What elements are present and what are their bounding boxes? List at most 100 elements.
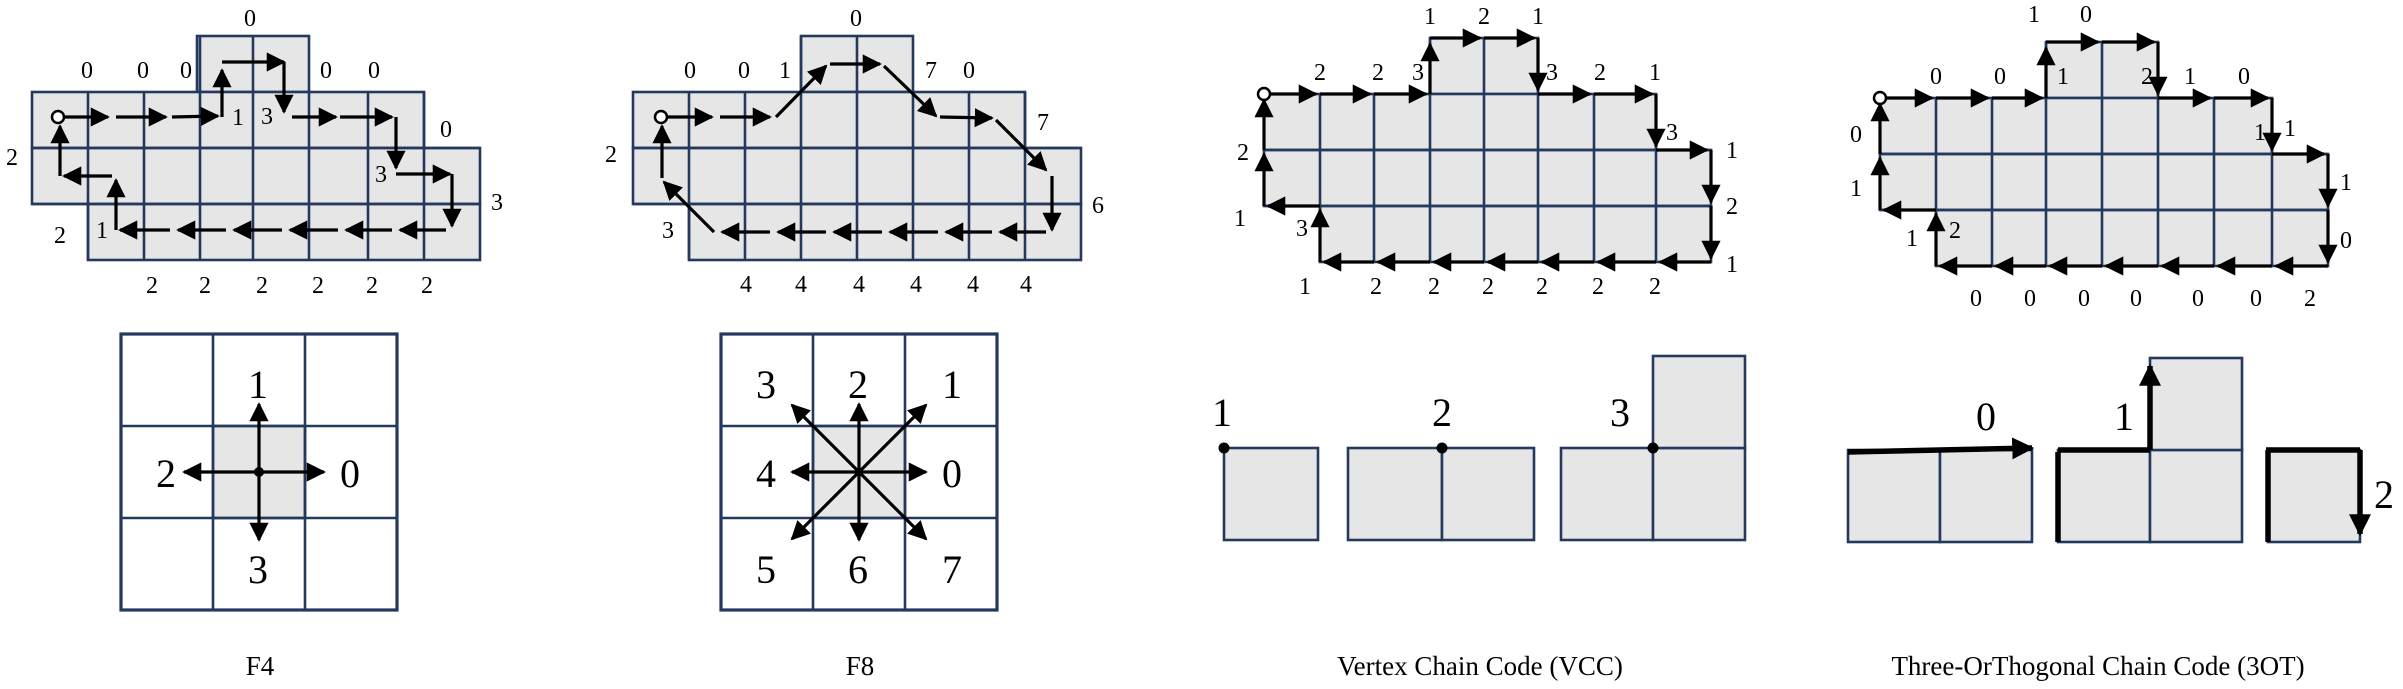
f8-code-left-mid: 2 [605, 142, 617, 168]
vcc-code-bottom-5: 2 [1649, 274, 1661, 300]
three-ot-code-left-0: 0 [1850, 122, 1862, 148]
vcc-code-right-3: 1 [1726, 252, 1738, 278]
three-ot-code-right-3: 0 [2340, 228, 2352, 254]
three-ot-code-right-2: 1 [2340, 170, 2352, 196]
vcc-shape-panel: 1 2 1 2 2 3 3 2 1 3 1 2 1 2 1 3 1 2 2 2 … [1234, 4, 1738, 300]
f8-code-row1-4: 0 [963, 58, 975, 84]
three-ot-code-row-4: 1 [2184, 64, 2196, 90]
vcc-code-right-2: 2 [1726, 194, 1738, 220]
three-ot-code-left-3: 2 [1949, 218, 1961, 244]
vcc-code-row-2: 3 [1412, 60, 1424, 86]
three-ot-code-row-3: 2 [2141, 64, 2153, 90]
f4-code-right-mid: 3 [491, 190, 503, 216]
f4-code-right-top: 0 [440, 117, 452, 143]
three-ot-legend-2: 2 [2374, 472, 2394, 517]
vcc-code-left-2: 3 [1296, 216, 1308, 242]
vcc-code-left-0: 2 [1237, 140, 1249, 166]
f8-legend: 0 1 2 3 4 5 6 7 [719, 332, 999, 612]
vcc-code-row-4: 2 [1594, 60, 1606, 86]
f8-code-bottom-5: 4 [1020, 272, 1032, 298]
three-ot-code-top-0: 1 [2028, 2, 2040, 28]
f8-code-bottom-2: 4 [853, 272, 865, 298]
three-ot-legend: 0 1 2 [1846, 356, 2394, 544]
three-ot-code-row-0: 0 [1930, 64, 1942, 90]
three-ot-code-bottom-4: 0 [2192, 286, 2204, 312]
three-ot-code-right-1: 1 [2284, 116, 2296, 142]
f4-shape-grid [30, 34, 482, 262]
f4-code-row1-2: 0 [180, 58, 192, 84]
f4-code-row1-1: 0 [137, 58, 149, 84]
f4-code-row1-3: 0 [320, 58, 332, 84]
vcc-legend: 1 2 3 [1212, 354, 1747, 542]
f8-legend-2: 2 [848, 362, 868, 407]
f4-code-bottom-4: 2 [366, 273, 378, 299]
vcc-legend-3: 3 [1610, 390, 1630, 435]
f4-code-inner-3: 1 [96, 218, 108, 244]
f4-legend-1: 1 [248, 362, 268, 407]
vcc-shape-grid [1262, 36, 1713, 264]
f8-legend-3: 3 [756, 362, 776, 407]
f8-code-row1-1: 0 [738, 58, 750, 84]
three-ot-code-bottom-2: 0 [2078, 286, 2090, 312]
three-ot-code-left-2: 1 [1906, 226, 1918, 252]
f8-legend-7: 7 [942, 547, 962, 592]
f8-chain-path [652, 54, 1062, 242]
vcc-code-row-0: 2 [1314, 60, 1326, 86]
three-ot-legend-1: 1 [2114, 394, 2134, 439]
three-ot-code-row-2: 1 [2057, 64, 2069, 90]
f8-code-bottom-0: 4 [740, 272, 752, 298]
three-ot-code-right-0: 1 [2254, 120, 2266, 146]
vcc-code-bottom-4: 2 [1592, 274, 1604, 300]
vcc-code-row-3: 3 [1546, 60, 1558, 86]
f4-code-row1-4: 0 [368, 58, 380, 84]
f4-code-bottom-1: 2 [199, 273, 211, 299]
three-ot-shape-panel: 1 0 0 0 1 2 1 0 1 1 1 0 0 1 1 2 0 0 0 0 … [1850, 2, 2352, 312]
f8-code-left-low: 3 [662, 218, 674, 244]
f8-shape-grid [631, 34, 1083, 262]
f4-code-bottom-0: 2 [146, 273, 158, 299]
f8-code-row1-2: 1 [779, 58, 791, 84]
vcc-legend-1: 1 [1212, 390, 1232, 435]
vcc-chain-path [1254, 28, 1721, 272]
vcc-codes: 1 2 1 2 2 3 3 2 1 3 1 2 1 2 1 3 1 2 2 2 … [1234, 4, 1738, 300]
f4-code-bottom-3: 2 [312, 273, 324, 299]
three-ot-code-bottom-5: 0 [2250, 286, 2262, 312]
f4-legend: 0 1 2 3 [119, 332, 399, 612]
three-ot-code-top-1: 0 [2080, 2, 2092, 28]
vcc-code-top-1: 2 [1478, 4, 1490, 30]
f8-legend-6: 6 [848, 547, 868, 592]
f8-code-row1-3: 7 [925, 58, 937, 84]
f4-code-bottom-5: 2 [421, 273, 433, 299]
three-ot-code-bottom-3: 0 [2130, 286, 2142, 312]
f4-code-row1-0: 0 [81, 58, 93, 84]
three-ot-codes: 1 0 0 0 1 2 1 0 1 1 1 0 0 1 1 2 0 0 0 0 … [1850, 2, 2352, 312]
vcc-code-bottom-3: 2 [1536, 274, 1548, 300]
f4-codes: 0 0 0 0 0 0 1 3 3 1 0 3 2 2 2 2 2 2 2 2 [6, 6, 503, 299]
f4-legend-3: 3 [248, 547, 268, 592]
f8-shape-panel: 0 0 0 1 7 0 7 6 2 3 4 4 4 4 4 4 [605, 6, 1104, 298]
f8-legend-5: 5 [756, 547, 776, 592]
f4-legend-2: 2 [156, 451, 176, 496]
three-ot-code-row-5: 0 [2238, 64, 2250, 90]
three-ot-code-row-1: 0 [1994, 64, 2006, 90]
three-ot-shape-grid [1878, 40, 2330, 268]
vcc-code-row-5: 1 [1649, 60, 1661, 86]
vcc-code-right-0: 3 [1666, 120, 1678, 146]
f4-code-inner-0: 1 [232, 105, 244, 131]
vcc-code-left-1: 1 [1234, 206, 1246, 232]
f4-legend-0: 0 [340, 451, 360, 496]
f8-codes: 0 0 0 1 7 0 7 6 2 3 4 4 4 4 4 4 [605, 6, 1104, 298]
caption-three-ot: Three-OrThogonal Chain Code (3OT) [1891, 651, 2304, 681]
f4-chain-path [50, 52, 462, 240]
f4-code-left-low: 2 [54, 223, 66, 249]
vcc-code-bottom-1: 2 [1428, 274, 1440, 300]
f8-legend-0: 0 [942, 451, 962, 496]
vcc-code-bottom-0: 2 [1370, 274, 1382, 300]
three-ot-chain-path [1870, 32, 2338, 276]
f8-legend-1: 1 [942, 362, 962, 407]
f8-code-right-top: 7 [1037, 110, 1049, 136]
f4-code-left-mid: 2 [6, 145, 18, 171]
three-ot-legend-0: 0 [1976, 394, 1996, 439]
vcc-code-top-0: 1 [1424, 4, 1436, 30]
